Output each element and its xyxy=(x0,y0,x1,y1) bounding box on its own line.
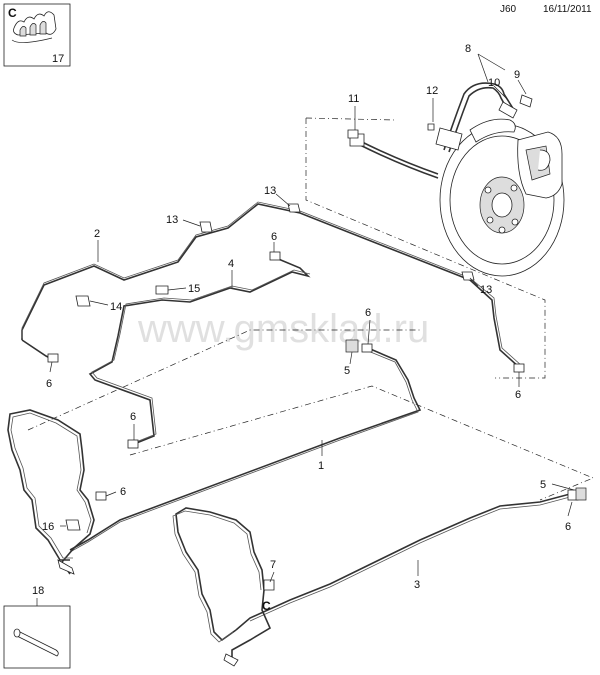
callout-6g: 6 xyxy=(565,521,571,533)
header-code: J60 xyxy=(500,4,517,15)
leader-lines xyxy=(49,53,575,583)
callout-4: 4 xyxy=(228,258,234,270)
union-6d xyxy=(95,491,107,501)
brake-pipe-4 xyxy=(88,257,311,445)
detail-marker-c: C xyxy=(262,599,271,613)
callout-5b: 5 xyxy=(540,479,546,491)
callout-7: 7 xyxy=(270,559,276,571)
union-6e xyxy=(361,343,373,353)
callout-1: 1 xyxy=(318,460,324,472)
callout-11: 11 xyxy=(348,93,359,105)
callout-9: 9 xyxy=(514,69,520,81)
brake-disc-assembly xyxy=(439,118,565,277)
clip-16 xyxy=(65,519,81,531)
callout-8: 8 xyxy=(465,43,471,55)
callout-6d: 6 xyxy=(515,389,521,401)
callout-2: 2 xyxy=(94,228,100,240)
clip-13c xyxy=(461,271,475,281)
watermark: www.gmsklad.ru xyxy=(137,307,429,351)
callout-5a: 5 xyxy=(344,365,350,377)
callout-12: 12 xyxy=(426,85,438,97)
callout-6b: 6 xyxy=(46,378,52,390)
connector-5b xyxy=(575,487,587,501)
union-6f xyxy=(513,363,525,373)
callout-labels: 8 9 10 11 12 13 13 13 2 4 6 6 6 6 6 6 6 … xyxy=(42,43,571,613)
pin-icon xyxy=(13,628,59,657)
clip-13a xyxy=(199,221,213,233)
callout-6e: 6 xyxy=(130,411,136,423)
phantom-outline xyxy=(27,117,594,501)
pipe-coil-right xyxy=(172,507,272,667)
union-6b xyxy=(269,251,281,261)
callout-13a: 13 xyxy=(166,214,178,226)
fittings xyxy=(47,129,587,591)
inset-pin-18: 18 xyxy=(3,585,71,669)
clip-14 xyxy=(75,295,91,307)
inset-clip-17: C 17 xyxy=(3,3,71,67)
callout-16: 16 xyxy=(42,521,54,533)
union-6a xyxy=(47,353,59,363)
callout-10: 10 xyxy=(488,77,500,89)
callout-13c: 13 xyxy=(480,284,492,296)
inset-letter: C xyxy=(8,6,17,20)
callout-15: 15 xyxy=(188,283,200,295)
union-6c xyxy=(127,439,139,449)
clip-13b xyxy=(287,203,301,213)
callout-6f: 6 xyxy=(120,486,126,498)
connector-5a xyxy=(345,339,359,353)
inset-part-17: 17 xyxy=(52,53,64,65)
brake-pipe-1 xyxy=(69,347,422,553)
callout-6a: 6 xyxy=(271,231,277,243)
brake-pipe-3 xyxy=(235,493,571,631)
callout-3: 3 xyxy=(414,579,420,591)
callout-6c: 6 xyxy=(365,307,371,319)
callout-14: 14 xyxy=(110,301,122,313)
inset-part-18: 18 xyxy=(32,585,44,597)
pipe-coil-left xyxy=(7,409,95,575)
clip-icon xyxy=(11,11,57,43)
header-date: 16/11/2011 xyxy=(543,4,592,15)
bracket-11 xyxy=(347,129,359,139)
callout-13b: 13 xyxy=(264,185,276,197)
clip-7 xyxy=(263,579,275,591)
clip-15 xyxy=(155,285,169,295)
